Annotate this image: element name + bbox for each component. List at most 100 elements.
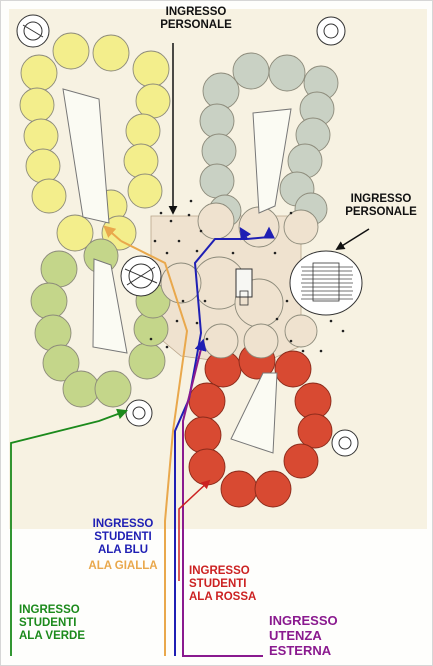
yellow-wing <box>19 32 171 252</box>
staff-entrance-arrow-right <box>335 228 370 250</box>
room-circle <box>128 342 166 380</box>
label-yellow-entrance: ALA GIALLA <box>79 560 167 573</box>
label-line: UTENZA <box>269 628 322 643</box>
site-dot <box>231 251 235 255</box>
label-line: INGRESSO <box>350 193 412 205</box>
label-line: ALA ROSSA <box>189 591 257 603</box>
green-route <box>10 408 129 656</box>
stair-feature-top-right <box>316 16 346 46</box>
room-circle <box>132 50 170 88</box>
room-circle <box>188 382 226 420</box>
site-dot <box>289 339 293 343</box>
site-dot <box>205 337 209 341</box>
room-circle <box>202 72 240 110</box>
room-circle <box>243 323 279 359</box>
label-line: INGRESSO <box>165 6 227 18</box>
label-line: STUDENTI <box>94 531 152 543</box>
label-line: INGRESSO <box>19 604 80 616</box>
room-circle <box>201 133 237 169</box>
room-circle <box>160 262 202 304</box>
site-dot <box>275 317 279 321</box>
orange-route-arrow <box>103 225 122 242</box>
room-circle <box>62 370 100 408</box>
site-dot <box>289 211 293 215</box>
room-circle <box>274 350 312 388</box>
label-line: STUDENTI <box>189 578 247 590</box>
label-line: STUDENTI <box>19 617 77 629</box>
blue-route-arrow-b <box>246 226 275 240</box>
site-dot <box>203 299 207 303</box>
room-circle <box>52 32 90 70</box>
room-circle <box>40 250 78 288</box>
label-line: INGRESSO <box>92 518 154 530</box>
label-blue-entrance: INGRESSO STUDENTI ALA BLU <box>79 518 167 557</box>
auditorium <box>289 250 363 316</box>
stair-feature-top-left <box>16 14 50 48</box>
room-circle <box>30 282 68 320</box>
site-dot <box>149 337 153 341</box>
red-wing <box>184 342 333 508</box>
room-circle <box>297 413 333 449</box>
room-circle <box>31 178 67 214</box>
site-markers <box>149 199 345 353</box>
label-line: ALA BLU <box>97 544 149 556</box>
site-dot <box>177 239 181 243</box>
green-courtyard <box>92 258 128 354</box>
room-circle <box>254 470 292 508</box>
blue-route <box>174 238 247 656</box>
site-dot <box>329 319 333 323</box>
label-line: ESTERNA <box>269 643 332 658</box>
stair-feature-bottom-left <box>125 399 153 427</box>
room-circle <box>42 344 80 382</box>
stair-feature-bottom-right <box>331 429 359 457</box>
room-circle <box>19 87 55 123</box>
label-line: ALA VERDE <box>19 630 86 642</box>
room-circle <box>232 52 270 90</box>
blue-route-arrow-a <box>239 226 252 241</box>
site-dot <box>195 249 199 253</box>
central-room-fixture <box>235 268 253 306</box>
room-circle <box>220 470 258 508</box>
room-circle <box>203 323 239 359</box>
site-dot <box>341 329 345 333</box>
room-circle <box>197 202 235 240</box>
room-circle <box>94 370 132 408</box>
label-green-entrance: INGRESSO STUDENTI ALA VERDE <box>19 604 85 643</box>
site-dot <box>165 251 169 255</box>
room-circle <box>125 113 161 149</box>
site-dot <box>273 251 277 255</box>
label-line: PERSONALE <box>160 19 232 31</box>
room-circle <box>25 148 61 184</box>
room-circle <box>56 214 94 252</box>
site-dot <box>285 299 289 303</box>
room-circle <box>127 173 163 209</box>
yellow-courtyard <box>62 88 110 224</box>
room-circle <box>123 143 159 179</box>
grey-courtyard <box>252 108 292 214</box>
red-courtyard <box>230 372 278 454</box>
room-circle <box>199 163 235 199</box>
label-staff-entrance-right: INGRESSO PERSONALE <box>331 193 431 219</box>
orange-route <box>120 240 189 656</box>
site-dot <box>319 349 323 353</box>
label-red-entrance: INGRESSO STUDENTI ALA ROSSA <box>189 565 256 604</box>
room-circle <box>92 34 130 72</box>
label-staff-entrance-top: INGRESSO PERSONALE <box>141 6 251 32</box>
room-circle <box>135 83 171 119</box>
room-circle <box>199 103 235 139</box>
room-circle <box>283 443 319 479</box>
spiral-stair-left <box>120 255 162 297</box>
site-dot <box>175 319 179 323</box>
site-dot <box>159 211 163 215</box>
site-dot <box>169 219 173 223</box>
site-dot <box>195 321 199 325</box>
room-circle <box>283 209 319 245</box>
site-dot <box>189 199 193 203</box>
room-circle <box>284 314 318 348</box>
label-line: PERSONALE <box>345 206 417 218</box>
purple-route <box>182 338 263 657</box>
label-line: INGRESSO <box>189 565 250 577</box>
room-circle <box>294 382 332 420</box>
